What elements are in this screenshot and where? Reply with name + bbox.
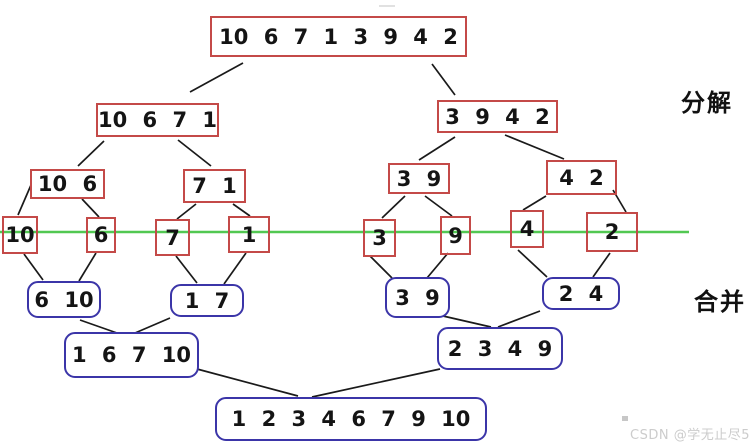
- merge-node-merge-left: 1 6 7 10: [64, 332, 199, 378]
- connector-line: [418, 136, 456, 161]
- connector-line: [23, 253, 44, 281]
- connector-line: [424, 195, 453, 217]
- connector-line: [196, 368, 299, 397]
- merge-node-merge-3-9: 3 9: [385, 277, 450, 318]
- connector-line: [78, 252, 97, 282]
- watermark-logo-dot: [622, 416, 628, 421]
- connector-line: [517, 249, 548, 278]
- connector-line: [232, 203, 251, 217]
- connector-line: [369, 255, 393, 279]
- split-node-right-half: 3 9 4 2: [437, 100, 558, 133]
- merge-node-merge-right: 2 3 4 9: [437, 327, 563, 370]
- split-node-left-half: 10 6 7 1: [96, 103, 219, 137]
- connector-line: [497, 310, 541, 328]
- connector-line: [177, 139, 212, 167]
- phase-label-decompose: 分解: [681, 89, 733, 117]
- connector-line: [134, 317, 171, 334]
- connector-line: [442, 315, 492, 328]
- connector-line: [381, 195, 406, 219]
- split-node-leaf-3: 3: [363, 219, 396, 257]
- connector-line: [81, 198, 100, 218]
- split-node-root: 10 6 7 1 3 9 4 2: [210, 16, 467, 57]
- connector-line: [522, 195, 547, 211]
- split-node-pair-10-6: 10 6: [30, 169, 105, 199]
- connector-line: [189, 62, 244, 93]
- connector-line: [77, 140, 105, 167]
- merge-node-merge-6-10: 6 10: [27, 281, 101, 318]
- merge-node-final: 1 2 3 4 6 7 9 10: [215, 397, 487, 441]
- connector-line: [176, 203, 197, 220]
- split-node-leaf-7: 7: [155, 219, 190, 256]
- merge-node-merge-2-4: 2 4: [542, 277, 620, 310]
- split-node-leaf-9: 9: [440, 216, 471, 255]
- connector-line: [592, 252, 611, 278]
- connector-line: [223, 252, 247, 285]
- split-node-pair-4-2: 4 2: [546, 160, 617, 195]
- watermark: CSDN @学无止尽5: [630, 428, 750, 443]
- split-node-leaf-2: 2: [586, 212, 638, 252]
- split-node-leaf-6: 6: [86, 217, 116, 253]
- connector-line: [17, 184, 32, 216]
- split-node-leaf-1: 1: [228, 216, 270, 253]
- split-node-leaf-10: 10: [2, 216, 38, 254]
- merge-node-merge-1-7: 1 7: [170, 284, 244, 317]
- scan-artifact: [379, 0, 395, 7]
- connector-line: [504, 134, 565, 160]
- connector-line: [79, 319, 118, 334]
- split-node-leaf-4: 4: [510, 210, 544, 248]
- connector-line: [175, 255, 198, 284]
- split-node-pair-7-1: 7 1: [183, 169, 246, 203]
- connector-line: [426, 252, 449, 279]
- split-node-pair-3-9: 3 9: [388, 163, 450, 194]
- connector-line: [311, 368, 441, 398]
- phase-label-merge: 合并: [694, 288, 746, 316]
- connector-line: [431, 63, 456, 96]
